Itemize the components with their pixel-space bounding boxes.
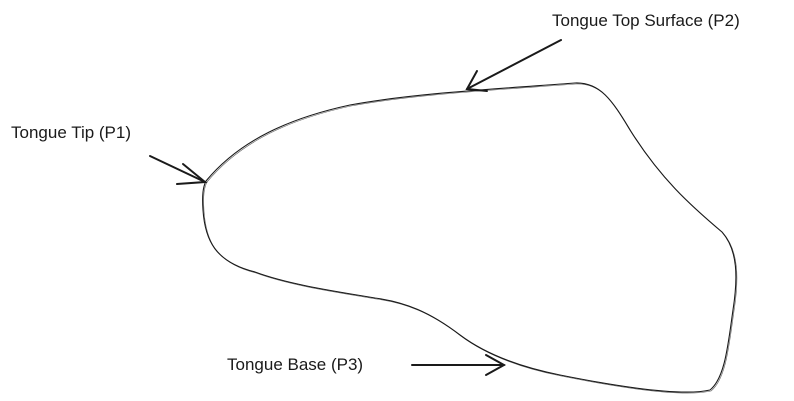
tip-arrow <box>149 155 208 185</box>
tongue-top-surface-label: Tongue Top Surface (P2) <box>552 11 740 30</box>
top-surface-arrow <box>465 39 562 92</box>
base-arrow <box>411 354 507 376</box>
tongue-contour <box>202 82 737 393</box>
tongue-contour-trace <box>203 83 738 394</box>
tongue-base-label: Tongue Base (P3) <box>227 355 364 374</box>
tongue-tip-label: Tongue Tip (P1) <box>11 123 132 142</box>
